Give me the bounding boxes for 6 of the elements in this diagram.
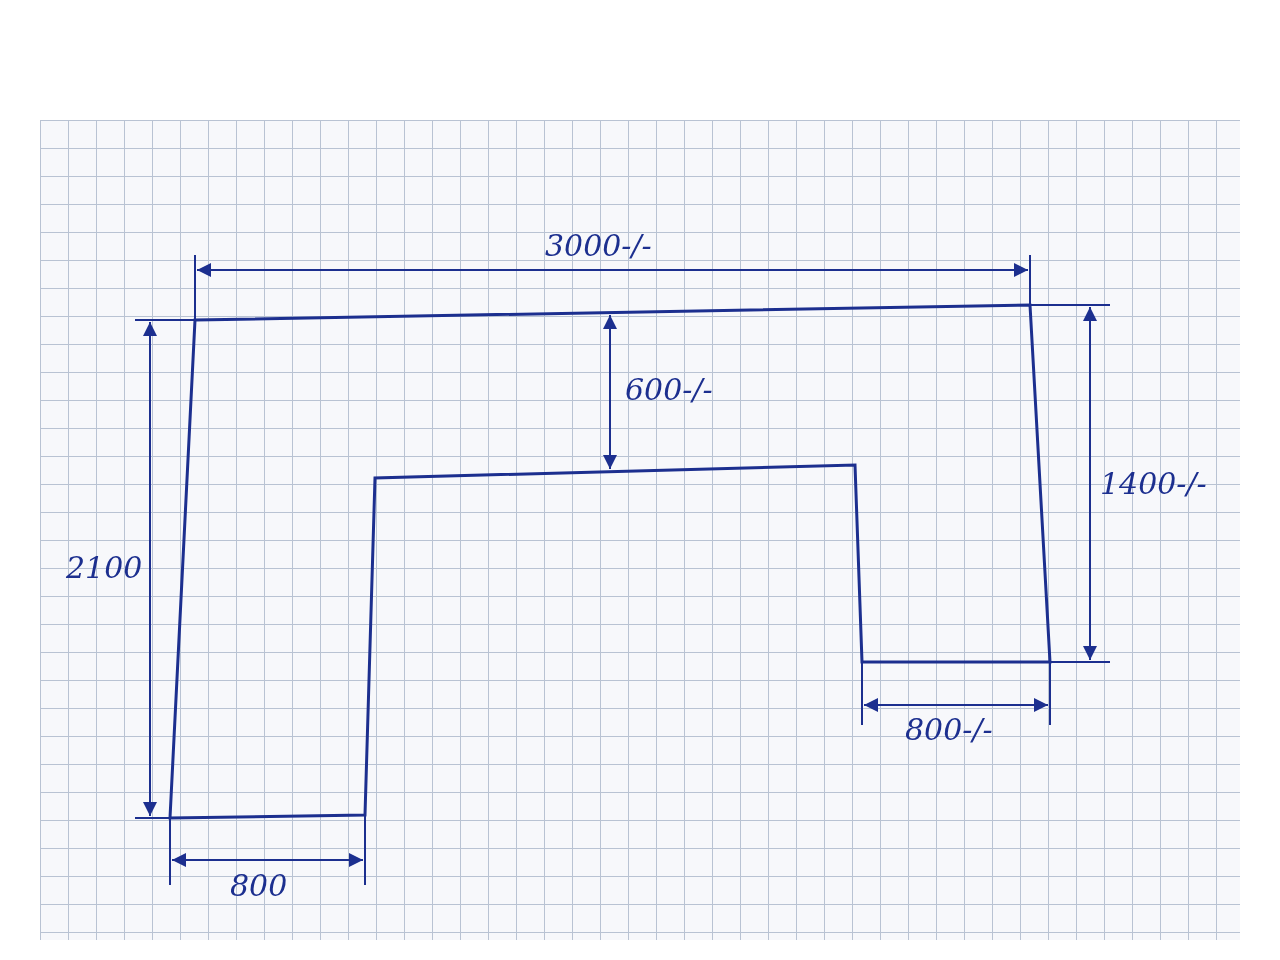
dimension-label: 1400-/- — [1100, 466, 1207, 501]
dimension-label: 800-/- — [905, 712, 993, 747]
dimension-label: 3000-/- — [545, 228, 652, 263]
dimension-label: 800 — [230, 868, 288, 903]
dimension-label: 600-/- — [625, 372, 713, 407]
dimension-label: 2100 — [66, 550, 143, 585]
